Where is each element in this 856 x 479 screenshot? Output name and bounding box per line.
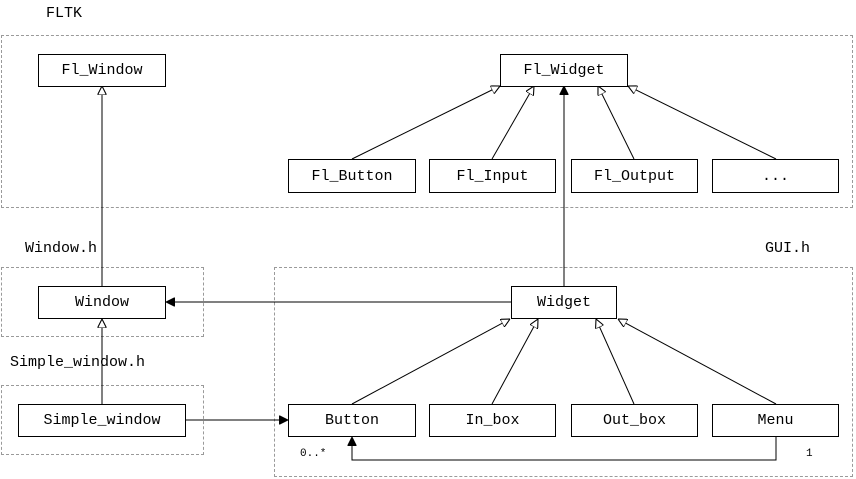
class-fl-more: ... xyxy=(712,159,839,193)
edge-fl-button-to-fl-widget xyxy=(351,86,500,160)
package-label-simple-window-h: Simple_window.h xyxy=(10,354,146,371)
package-label-window-h: Window.h xyxy=(25,240,98,257)
class-widget: Widget xyxy=(511,286,617,319)
package-fltk xyxy=(1,35,853,208)
class-out-box: Out_box xyxy=(571,404,698,437)
edge-fl-output-to-fl-widget xyxy=(598,86,635,160)
class-menu: Menu xyxy=(712,404,839,437)
edge-fl-input-to-fl-widget xyxy=(491,86,534,160)
edge-menu-to-widget xyxy=(618,319,777,405)
edge-menu-to-button xyxy=(352,436,777,461)
edge-fl-more-to-fl-widget xyxy=(628,86,777,160)
multiplicity-button: 0..* xyxy=(300,448,327,460)
class-in-box: In_box xyxy=(429,404,556,437)
class-fl-window: Fl_Window xyxy=(38,54,166,87)
package-label-fltk: FLTK xyxy=(46,5,83,22)
package-label-gui-h: GUI.h xyxy=(765,240,811,257)
class-simple-window: Simple_window xyxy=(18,404,186,437)
edge-in-box-to-widget xyxy=(491,319,538,405)
class-button: Button xyxy=(288,404,416,437)
class-fl-button: Fl_Button xyxy=(288,159,416,193)
edge-button-to-widget xyxy=(351,319,510,405)
class-window: Window xyxy=(38,286,166,319)
edge-out-box-to-widget xyxy=(596,319,635,405)
class-fl-widget: Fl_Widget xyxy=(500,54,628,87)
class-fl-input: Fl_Input xyxy=(429,159,556,193)
class-fl-output: Fl_Output xyxy=(571,159,698,193)
multiplicity-menu: 1 xyxy=(806,448,813,460)
